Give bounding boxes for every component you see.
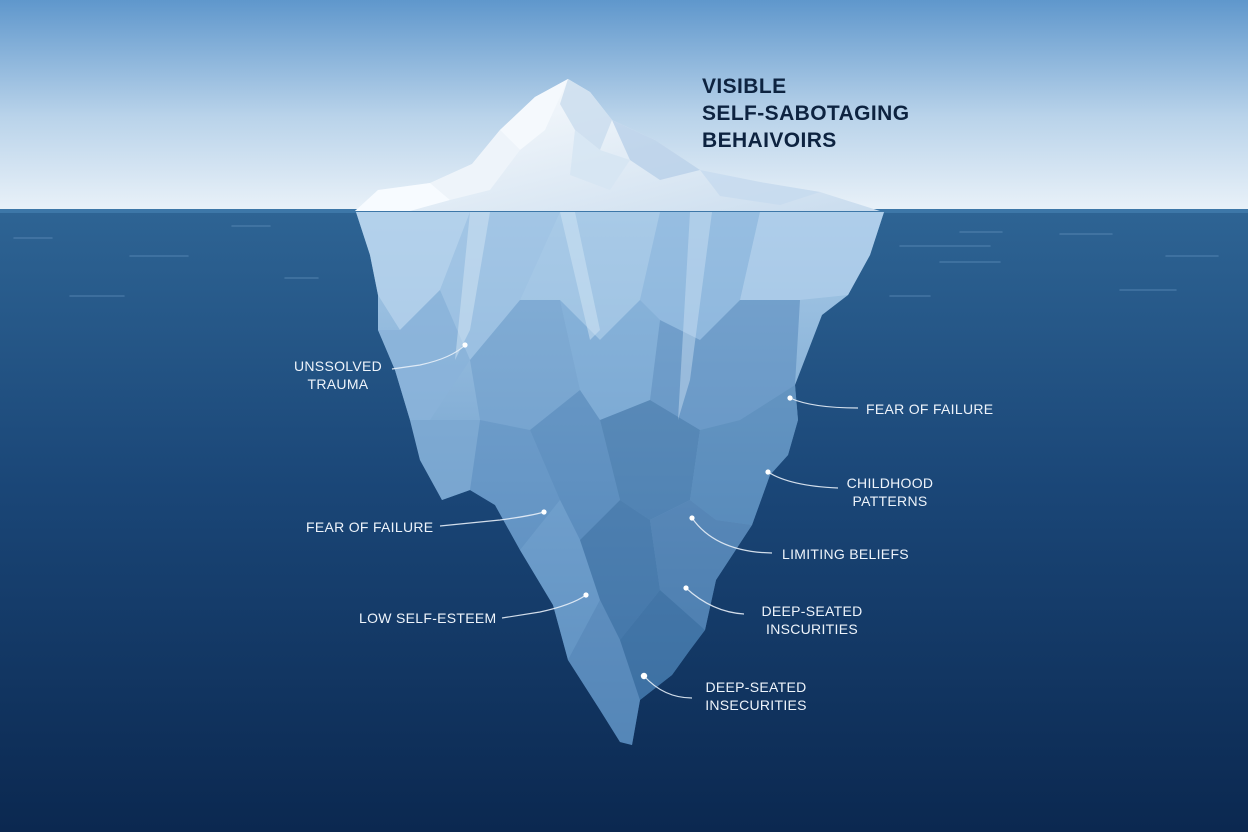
label-deep-seated-insecurities-2: DEEP-SEATED INSECURITIES <box>705 679 807 713</box>
dot-unsolved-trauma <box>462 342 468 348</box>
leader-fear-of-failure-right <box>789 397 859 409</box>
label-fear-of-failure-right: FEAR OF FAILURE <box>866 401 994 417</box>
diagram-title: VISIBLE SELF-SABOTAGING BEHAIVOIRS <box>702 73 909 154</box>
dot-fear-of-failure-right <box>787 395 793 401</box>
title-line-2: SELF-SABOTAGING <box>702 102 910 125</box>
leader-deep-seated-1 <box>685 587 745 615</box>
label-low-self-esteem: LOW SELF-ESTEEM <box>359 610 497 626</box>
label-childhood-patterns: CHILDHOOD PATTERNS <box>846 475 934 509</box>
leader-childhood-patterns <box>767 471 839 489</box>
leader-limiting-beliefs <box>691 517 773 554</box>
title-line-1: VISIBLE <box>702 75 787 98</box>
dot-low-self-esteem <box>583 592 589 598</box>
leader-unsolved-trauma <box>391 344 466 370</box>
dot-fear-of-failure-left <box>541 509 547 515</box>
label-fear-of-failure-left: FEAR OF FAILURE <box>306 519 434 535</box>
iceberg-tip <box>355 79 880 211</box>
leader-low-self-esteem <box>501 594 587 619</box>
water-ripples <box>13 225 1219 297</box>
dot-deep-seated-1 <box>683 585 689 591</box>
dot-deep-seated-2 <box>640 672 648 680</box>
iceberg-body <box>356 212 884 745</box>
dot-childhood-patterns <box>765 469 771 475</box>
label-limiting-beliefs: LIMITING BELIEFS <box>782 546 909 562</box>
leader-lines <box>391 344 859 699</box>
leader-fear-of-failure-left <box>439 511 545 527</box>
label-deep-seated-insecurities-1: DEEP-SEATED INSCURITIES <box>761 603 863 637</box>
leader-deep-seated-2 <box>643 675 693 699</box>
callout-dots <box>462 342 793 680</box>
dot-limiting-beliefs <box>689 515 695 521</box>
title-line-3: BEHAIVOIRS <box>702 129 837 152</box>
label-unsolved-trauma: UNSSOLVED TRAUMA <box>293 358 383 392</box>
